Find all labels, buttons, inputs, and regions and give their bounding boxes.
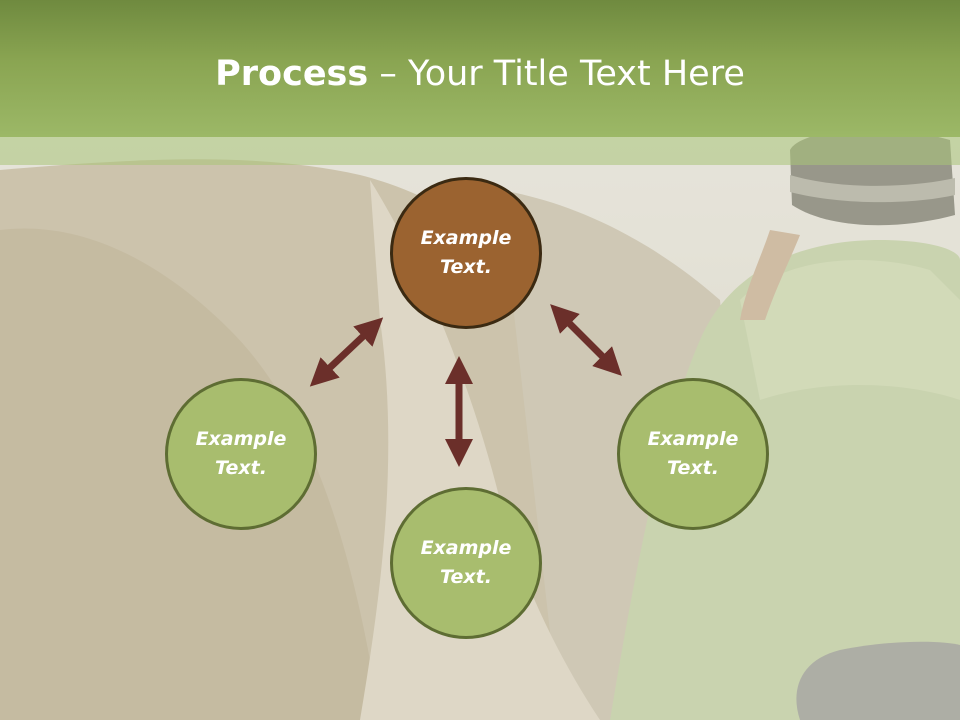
node-left-label: Example Text. <box>195 428 287 479</box>
node-top: Example Text. <box>390 177 542 329</box>
node-left: Example Text. <box>165 378 317 530</box>
arrow-top-right <box>550 304 622 376</box>
title-bold: Process <box>215 54 369 94</box>
arrow-top-left <box>309 317 384 387</box>
node-bottom: Example Text. <box>390 487 542 639</box>
node-top-label: Example Text. <box>420 227 512 278</box>
title-bar-band <box>0 137 960 165</box>
node-right: Example Text. <box>617 378 769 530</box>
node-right-label: Example Text. <box>647 428 739 479</box>
slide-title: Process – Your Title Text Here <box>0 54 960 94</box>
node-bottom-label: Example Text. <box>420 537 512 588</box>
title-rest: – Your Title Text Here <box>368 54 745 94</box>
title-bar <box>0 0 960 137</box>
